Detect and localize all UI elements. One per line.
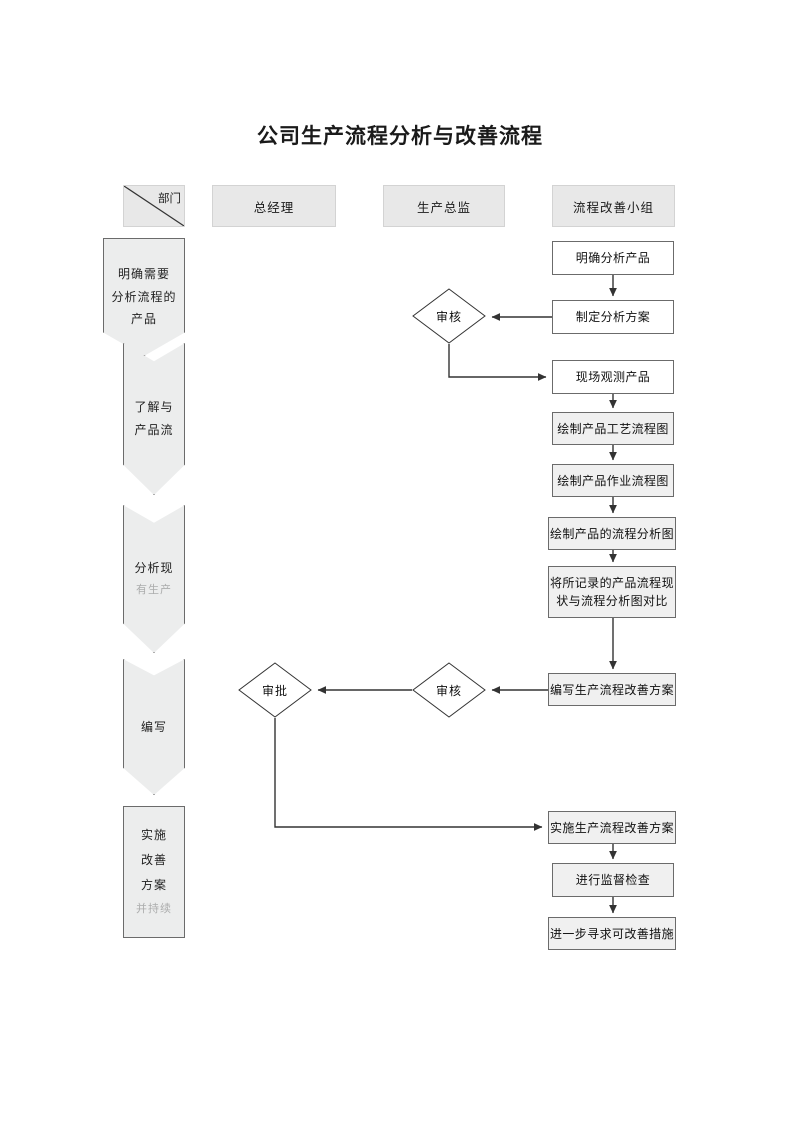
header-cell-general-manager: 总经理: [212, 185, 336, 227]
stage-line-3: 产品: [130, 312, 157, 327]
stage-line-2: 改善: [140, 852, 167, 867]
process-label: 绘制产品作业流程图: [557, 473, 669, 488]
stage-line-1: 了解与: [134, 400, 174, 415]
header-cell-improvement-team: 流程改善小组: [552, 185, 675, 227]
stage-text: 编写: [124, 716, 184, 739]
stage-text: 了解与 产品流: [124, 396, 184, 442]
process-box-supervise-inspect: 进行监督检查: [552, 863, 674, 897]
stage-chevron-understand-product-flow: 了解与 产品流: [123, 343, 185, 495]
stage-line-2: 分析流程的: [111, 289, 177, 304]
process-label: 进行监督检查: [575, 873, 651, 887]
page-title: 公司生产流程分析与改善流程: [257, 125, 543, 148]
process-line-1: 将所记录的产品流程现: [549, 576, 674, 590]
header-cell-department-label: 部门: [158, 193, 181, 205]
process-text: 将所记录的产品流程现 状与流程分析图对比: [550, 574, 674, 610]
process-label: 绘制产品的流程分析图: [549, 526, 674, 541]
process-box-compare-record-with-analysis: 将所记录的产品流程现 状与流程分析图对比: [548, 566, 676, 618]
header-cell-production-director: 生产总监: [383, 185, 505, 227]
stage-box-implement-plan: 实施 改善 方案 并持续: [123, 806, 185, 938]
decision-diamond-review-plan: 审核: [412, 288, 486, 344]
process-box-make-analysis-plan: 制定分析方案: [552, 300, 674, 334]
process-box-draw-operation-flow: 绘制产品作业流程图: [552, 464, 674, 497]
stage-text: 分析现 有生产: [124, 557, 184, 601]
decision-diamond-approve: 审批: [238, 662, 312, 718]
header-label: 总经理: [253, 200, 295, 215]
connector-d1-to-p3: [448, 344, 547, 381]
process-label: 进一步寻求可改善措施: [549, 926, 674, 941]
process-label: 绘制产品工艺流程图: [557, 421, 669, 436]
decision-label: 审核: [435, 683, 462, 698]
stage-line-clipped: 并持续: [136, 903, 172, 916]
stage-line-1: 明确需要: [117, 266, 170, 281]
header-cell-department: 部门: [123, 185, 185, 227]
process-box-identify-analysis-product: 明确分析产品: [552, 241, 674, 275]
header-label: 流程改善小组: [572, 200, 654, 215]
process-label: 现场观测产品: [575, 370, 651, 384]
stage-line-1: 实施: [140, 827, 167, 842]
diamond-shape: [238, 662, 312, 718]
process-box-draw-flow-analysis: 绘制产品的流程分析图: [548, 517, 676, 550]
diamond-shape: [412, 662, 486, 718]
stage-text: 实施 改善 方案 并持续: [124, 823, 184, 922]
stage-chevron-identify-product: 明确需要 分析流程的 产品: [103, 238, 185, 356]
header-label: 生产总监: [416, 200, 471, 215]
stage-line-3: 方案: [140, 878, 167, 893]
process-label: 编写生产流程改善方案: [549, 682, 674, 697]
connector-d3-to-p9: [274, 718, 543, 831]
stage-line-2: 产品流: [134, 423, 174, 437]
process-label: 明确分析产品: [575, 251, 651, 265]
diagonal-divider-line: [124, 186, 184, 226]
decision-label: 审核: [435, 309, 462, 324]
process-label: 制定分析方案: [575, 310, 651, 324]
process-label: 实施生产流程改善方案: [549, 820, 674, 835]
process-box-write-improvement-plan: 编写生产流程改善方案: [548, 673, 676, 706]
process-box-onsite-observation: 现场观测产品: [552, 360, 674, 394]
stage-text: 明确需要 分析流程的 产品: [104, 263, 184, 331]
diamond-shape: [412, 288, 486, 344]
stage-chevron-analyze-current: 分析现 有生产: [123, 505, 185, 653]
process-box-seek-further-improvement: 进一步寻求可改善措施: [548, 917, 676, 950]
stage-line-clipped: 有生产: [136, 583, 172, 596]
process-line-2: 状与流程分析图对比: [556, 594, 668, 608]
process-box-draw-process-flow: 绘制产品工艺流程图: [552, 412, 674, 445]
process-box-implement-improvement-plan: 实施生产流程改善方案: [548, 811, 676, 844]
stage-chevron-write-plan: 编写: [123, 659, 185, 795]
decision-diamond-review-improvement: 审核: [412, 662, 486, 718]
stage-line-1: 分析现: [134, 561, 174, 576]
decision-label: 审批: [261, 683, 288, 698]
stage-line-1: 编写: [140, 719, 167, 734]
